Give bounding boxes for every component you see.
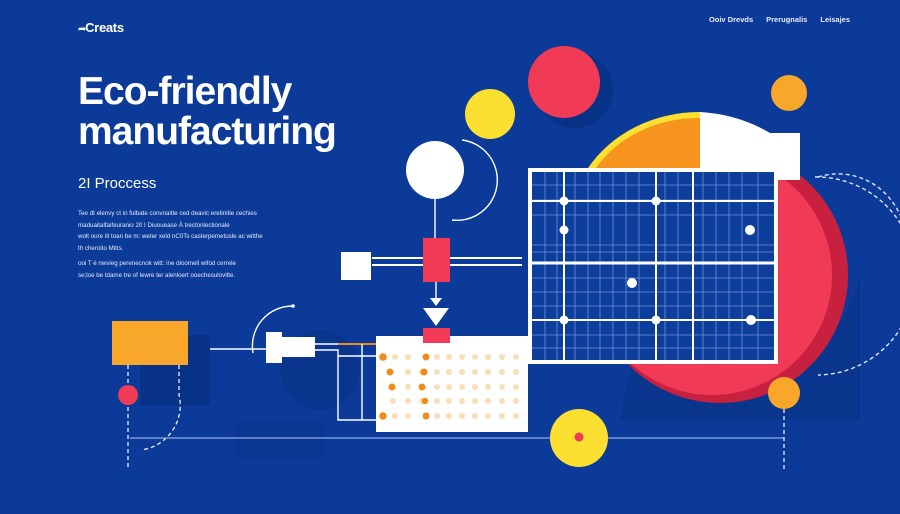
pipe-valve-assembly <box>341 238 522 305</box>
top-nav: Ooiv Drevds Prerugnalis Leisajes <box>709 15 850 24</box>
description: Tee dt elenvy ct in fulbate convnaitte c… <box>78 208 338 285</box>
yellow-circle <box>465 89 515 139</box>
amber-block <box>112 321 188 470</box>
logo[interactable]: ➦Creats <box>78 20 124 35</box>
swoosh-icon: ➦ <box>78 24 87 35</box>
hero-title-line2: manufacturing <box>78 110 337 153</box>
syringe-pipe <box>210 304 376 421</box>
paragraph-1: Tee dt elenvy ct in fulbate convnaitte c… <box>78 210 263 252</box>
process-subtitle: 2I Proccess <box>78 175 157 192</box>
yellow-gauge <box>550 409 608 467</box>
orange-quarter-circle <box>588 111 800 180</box>
white-circle-node <box>406 139 499 240</box>
nav-item-3[interactable]: Leisajes <box>820 15 850 24</box>
orange-circle <box>771 75 807 111</box>
dotted-production-board <box>376 328 528 432</box>
down-arrow-icon <box>423 298 449 326</box>
hero-title: Eco-friendly manufacturing <box>78 70 337 153</box>
amber-node <box>768 377 800 470</box>
solar-panel <box>528 168 778 364</box>
nav-item-2[interactable]: Prerugnalis <box>766 15 808 24</box>
red-circle <box>528 46 600 118</box>
paragraph-2: ooi T è nwvieg perenecnok witt: ine dioo… <box>78 260 236 279</box>
nav-item-1[interactable]: Ooiv Drevds <box>708 15 754 24</box>
hero-title-line1: Eco-friendly <box>78 70 292 113</box>
